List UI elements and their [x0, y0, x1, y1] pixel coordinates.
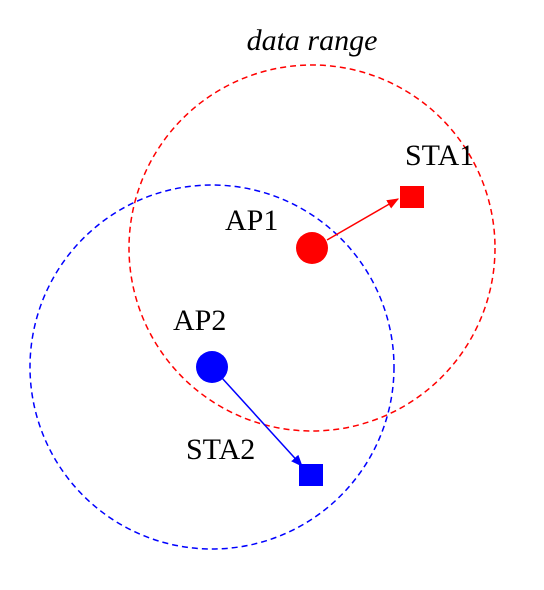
ap1-node: [296, 232, 328, 264]
diagram-title: data range: [247, 24, 378, 57]
ap1-to-sta1-arrow: [326, 198, 400, 241]
ap2-node: [196, 351, 228, 383]
sta1-node: [400, 186, 424, 208]
ap2-label: AP2: [173, 304, 226, 337]
sta2-label: STA2: [186, 433, 255, 466]
ap2-to-sta2-arrow: [221, 377, 303, 467]
ap1-label: AP1: [225, 204, 278, 237]
sta1-label: STA1: [405, 139, 474, 172]
sta2-node: [299, 464, 323, 486]
ap1-range-circle: [128, 64, 496, 432]
ap2-range-circle: [29, 184, 395, 550]
